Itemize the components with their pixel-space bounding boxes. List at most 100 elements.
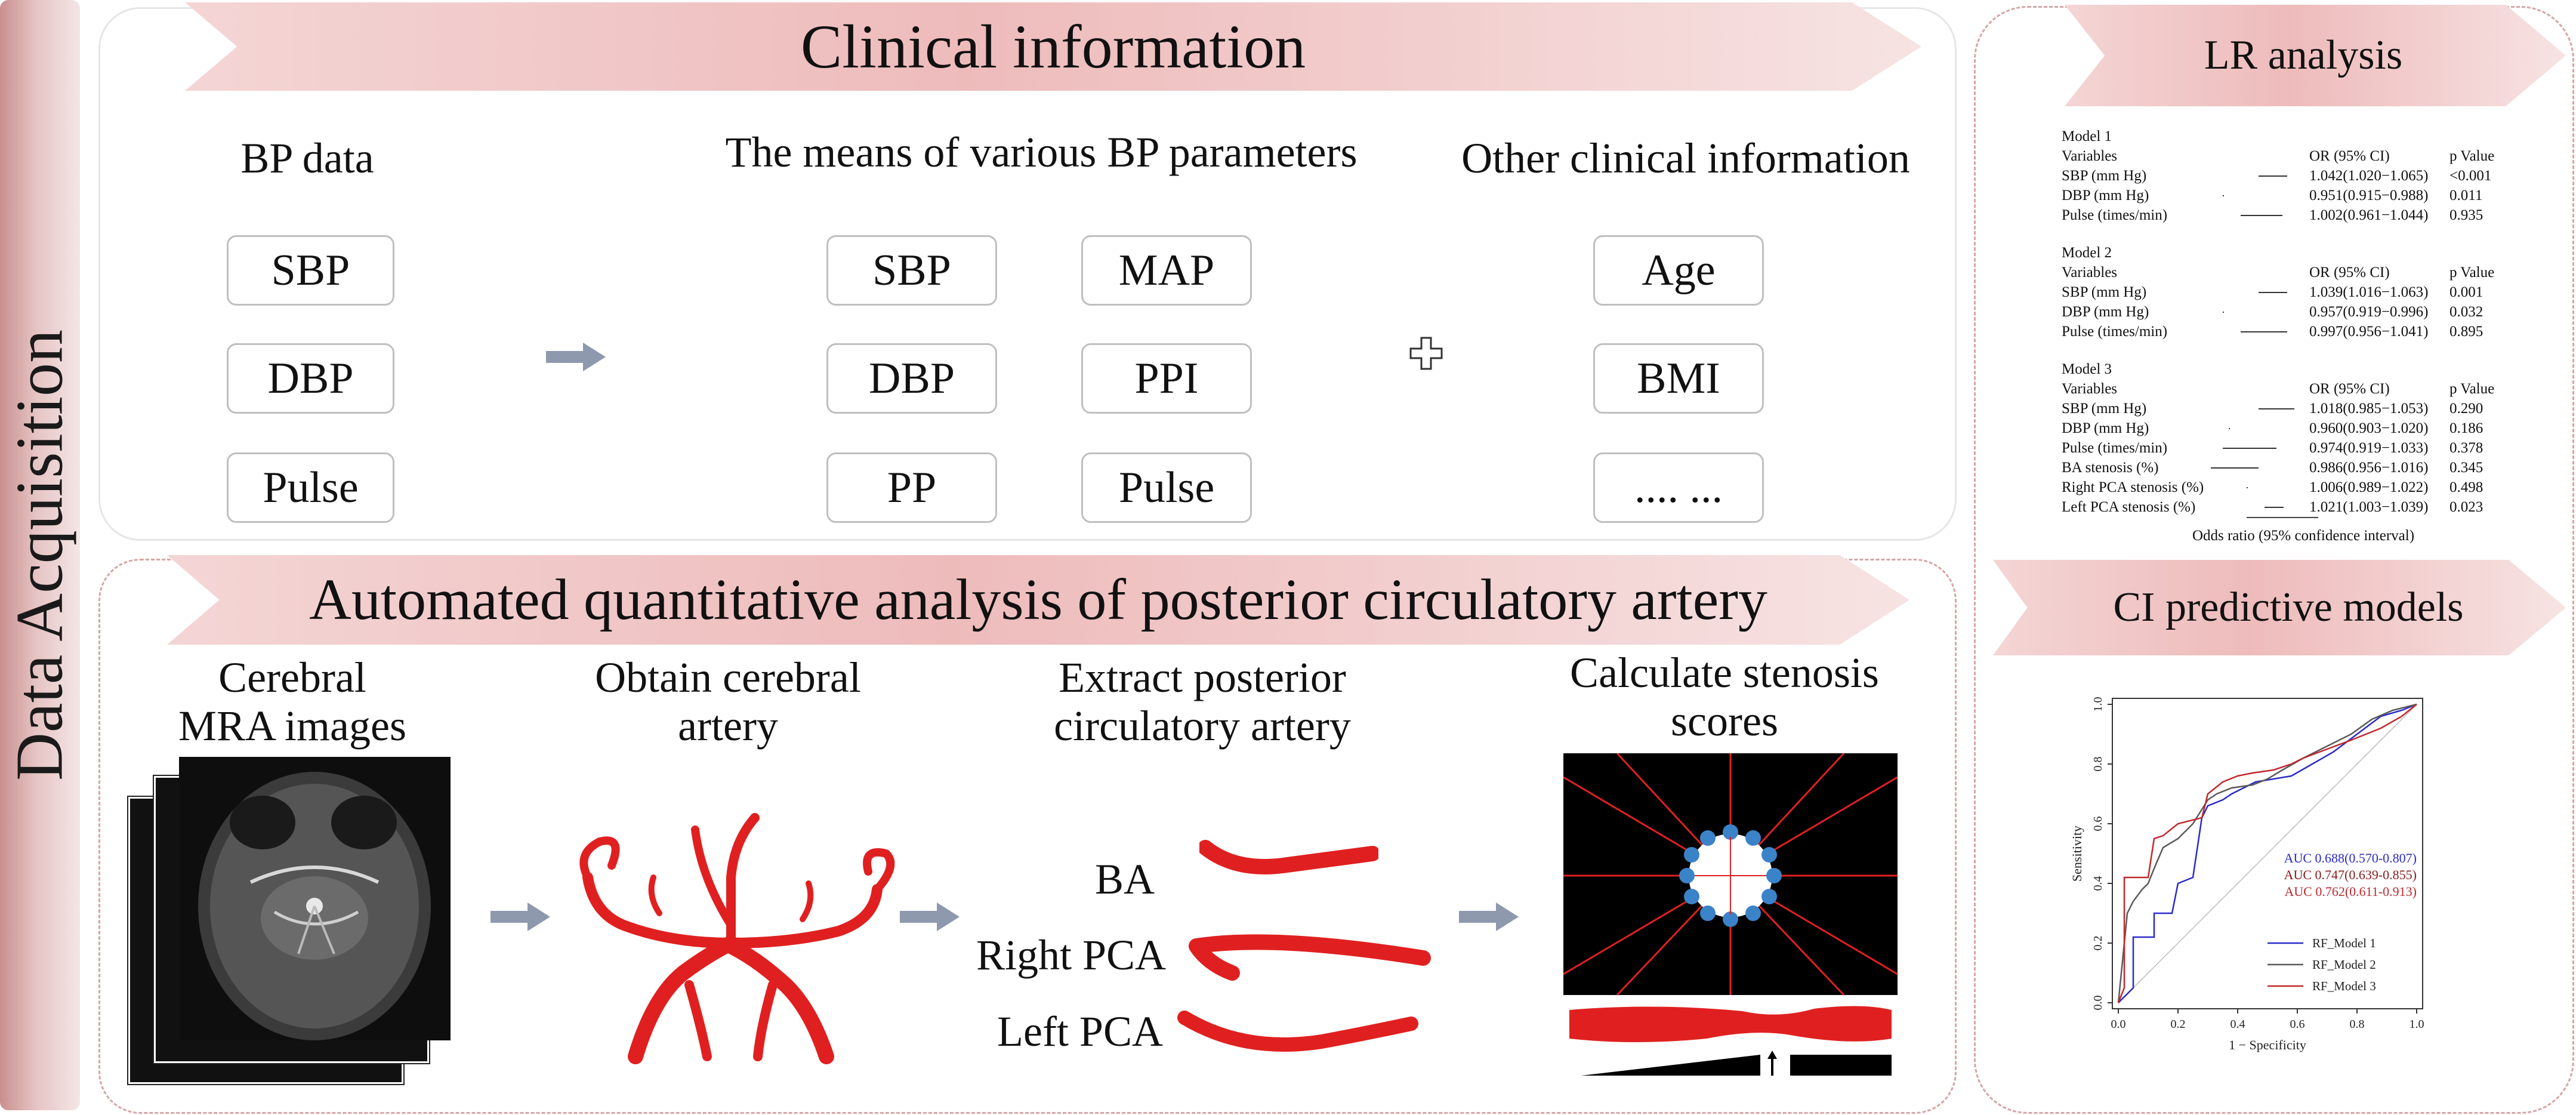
means-pulse-label: Pulse	[1118, 463, 1215, 512]
lr-model-spacer	[2062, 225, 2515, 243]
lr-or-value: 0.974(0.919−1.033)	[2309, 440, 2429, 456]
other-bmi-label: BMI	[1637, 353, 1720, 403]
lr-ci-line	[2223, 195, 2224, 196]
lr-ci-line	[2223, 448, 2276, 449]
means-sbp-box: SBP	[826, 235, 997, 306]
lr-model-name: Model 3	[2062, 361, 2112, 377]
roc-y-tick-label: 0.6	[2091, 817, 2105, 831]
artery-right-pca-image	[1189, 934, 1431, 981]
roc-x-tick-label: 1.0	[2410, 1018, 2424, 1031]
lr-model-name: Model 2	[2062, 245, 2112, 261]
means-pp-box: PP	[826, 452, 997, 523]
lr-ci-line	[2247, 487, 2248, 488]
lr-ci-line	[2223, 312, 2224, 313]
lr-variable: Right PCA stenosis (%)	[2062, 479, 2204, 495]
bp-dbp-label: DBP	[267, 353, 354, 403]
roc-y-tick-label: 0.4	[2091, 876, 2105, 891]
roc-y-tick-label: 0.2	[2091, 936, 2105, 951]
arrow-right-icon	[1459, 903, 1519, 931]
lr-p-value: 0.001	[2449, 284, 2484, 300]
lr-variable: DBP (mm Hg)	[2062, 304, 2149, 320]
lr-variable: SBP (mm Hg)	[2062, 401, 2147, 417]
lr-or-value: 1.042(1.020−1.065)	[2309, 168, 2429, 184]
lr-variable: Pulse (times/min)	[2062, 207, 2168, 223]
lr-p-value: 0.011	[2449, 187, 2483, 204]
lr-p-value: 0.378	[2449, 440, 2484, 456]
lr-table-row: Pulse (times/min)0.974(0.919−1.033)0.378	[2062, 438, 2515, 458]
bp-pulse-box: Pulse	[227, 452, 394, 523]
means-map-label: MAP	[1118, 245, 1215, 295]
lr-ci-line	[2259, 292, 2287, 293]
lr-or-value: 0.986(0.956−1.016)	[2309, 460, 2429, 476]
ci-banner: CI predictive models	[1993, 560, 2566, 655]
means-ppi-label: PPI	[1134, 353, 1199, 403]
bp-dbp-box: DBP	[227, 343, 394, 414]
lr-or-value: 1.018(0.985−1.053)	[2309, 401, 2429, 417]
lr-p-value: 0.345	[2449, 460, 2484, 476]
lr-or-header: OR (95% CI)	[2309, 381, 2390, 397]
roc-auc-label: AUC 0.688(0.570-0.807)	[2284, 851, 2417, 865]
lr-or-value: 0.957(0.919−0.996)	[2309, 304, 2429, 320]
lr-ci-line	[2229, 428, 2230, 429]
lr-ci-line	[2241, 215, 2282, 216]
lr-variable: DBP (mm Hg)	[2062, 187, 2149, 204]
lr-variable: SBP (mm Hg)	[2062, 168, 2147, 184]
lr-table-row: SBP (mm Hg)1.039(1.016−1.063)0.001	[2062, 282, 2515, 302]
lr-banner: LR analysis	[2065, 5, 2566, 106]
lr-or-value: 1.002(0.961−1.044)	[2309, 207, 2429, 223]
means-dbp-box: DBP	[826, 343, 997, 414]
lr-ci-line	[2211, 467, 2259, 469]
lr-p-value: 0.186	[2449, 420, 2484, 436]
other-more-box: .... ...	[1593, 452, 1764, 523]
lr-table-row: DBP (mm Hg) 0.951(0.915−0.988) 0.011	[2062, 186, 2515, 205]
roc-series-line	[2117, 703, 2417, 1003]
lr-or-header: OR (95% CI)	[2309, 148, 2390, 164]
automated-title: Automated quantitative analysis of poste…	[309, 568, 1767, 632]
roc-plot-frame	[2112, 698, 2423, 1009]
artery-left-pca-image	[1177, 1011, 1418, 1052]
step-obtain-label: Obtain cerebral artery	[595, 654, 861, 750]
means-ppi-box: PPI	[1081, 343, 1252, 414]
clinical-banner: Clinical information	[185, 2, 1921, 91]
lr-model-name-row: Model 2	[2062, 243, 2515, 263]
other-more-label: .... ...	[1634, 463, 1723, 512]
lr-p-value: 0.895	[2449, 324, 2484, 340]
bp-sbp-box: SBP	[227, 235, 394, 306]
artery-ba-label: BA	[1094, 855, 1155, 903]
roc-legend-label: RF_Model 3	[2312, 979, 2376, 993]
lr-variable: BA stenosis (%)	[2062, 460, 2159, 476]
lr-variable: Pulse (times/min)	[2062, 324, 2168, 340]
means-pp-label: PP	[887, 463, 937, 512]
lr-table-row: Pulse (times/min)0.997(0.956−1.041)0.895	[2062, 322, 2515, 341]
other-heading: Other clinical information	[1461, 134, 1910, 182]
roc-y-tick-label: 1.0	[2091, 697, 2105, 712]
lr-or-value: 0.960(0.903−1.020)	[2309, 420, 2429, 436]
clinical-title: Clinical information	[800, 12, 1306, 81]
lr-p-value: 0.290	[2449, 401, 2484, 417]
lr-or-value: 0.951(0.915−0.988)	[2309, 187, 2429, 204]
roc-x-tick-label: 0.6	[2290, 1018, 2305, 1031]
means-pulse-box: Pulse	[1081, 452, 1252, 523]
lr-model-name-row: Model 3	[2062, 359, 2515, 379]
means-sbp-label: SBP	[872, 245, 951, 295]
means-heading: The means of various BP parameters	[725, 128, 1358, 176]
step-extract-label: Extract posterior circulatory artery	[1054, 654, 1351, 750]
lr-ci-line	[2241, 331, 2287, 332]
lr-table-row: Pulse (times/min)1.002(0.961−1.044)0.935	[2062, 205, 2515, 225]
lr-ci-line	[2259, 175, 2287, 177]
lr-table-row: SBP (mm Hg)1.042(1.020−1.065)<0.001	[2062, 166, 2515, 186]
mra-image	[179, 757, 451, 1040]
lr-ci-line	[2265, 507, 2284, 508]
roc-legend-label: RF_Model 2	[2312, 957, 2376, 972]
arrow-right-icon	[900, 903, 960, 931]
lr-p-header: p Value	[2449, 381, 2495, 397]
lr-or-value: 1.006(0.989−1.022)	[2309, 479, 2429, 495]
lr-or-value: 1.039(1.016−1.063)	[2309, 284, 2429, 300]
automated-banner: Automated quantitative analysis of poste…	[167, 555, 1909, 645]
lr-variables-label: Variables	[2062, 264, 2118, 281]
roc-y-axis-label: Sensitivity	[2069, 826, 2084, 882]
lr-p-value: 0.498	[2449, 479, 2484, 495]
lr-model-spacer	[2062, 341, 2515, 359]
